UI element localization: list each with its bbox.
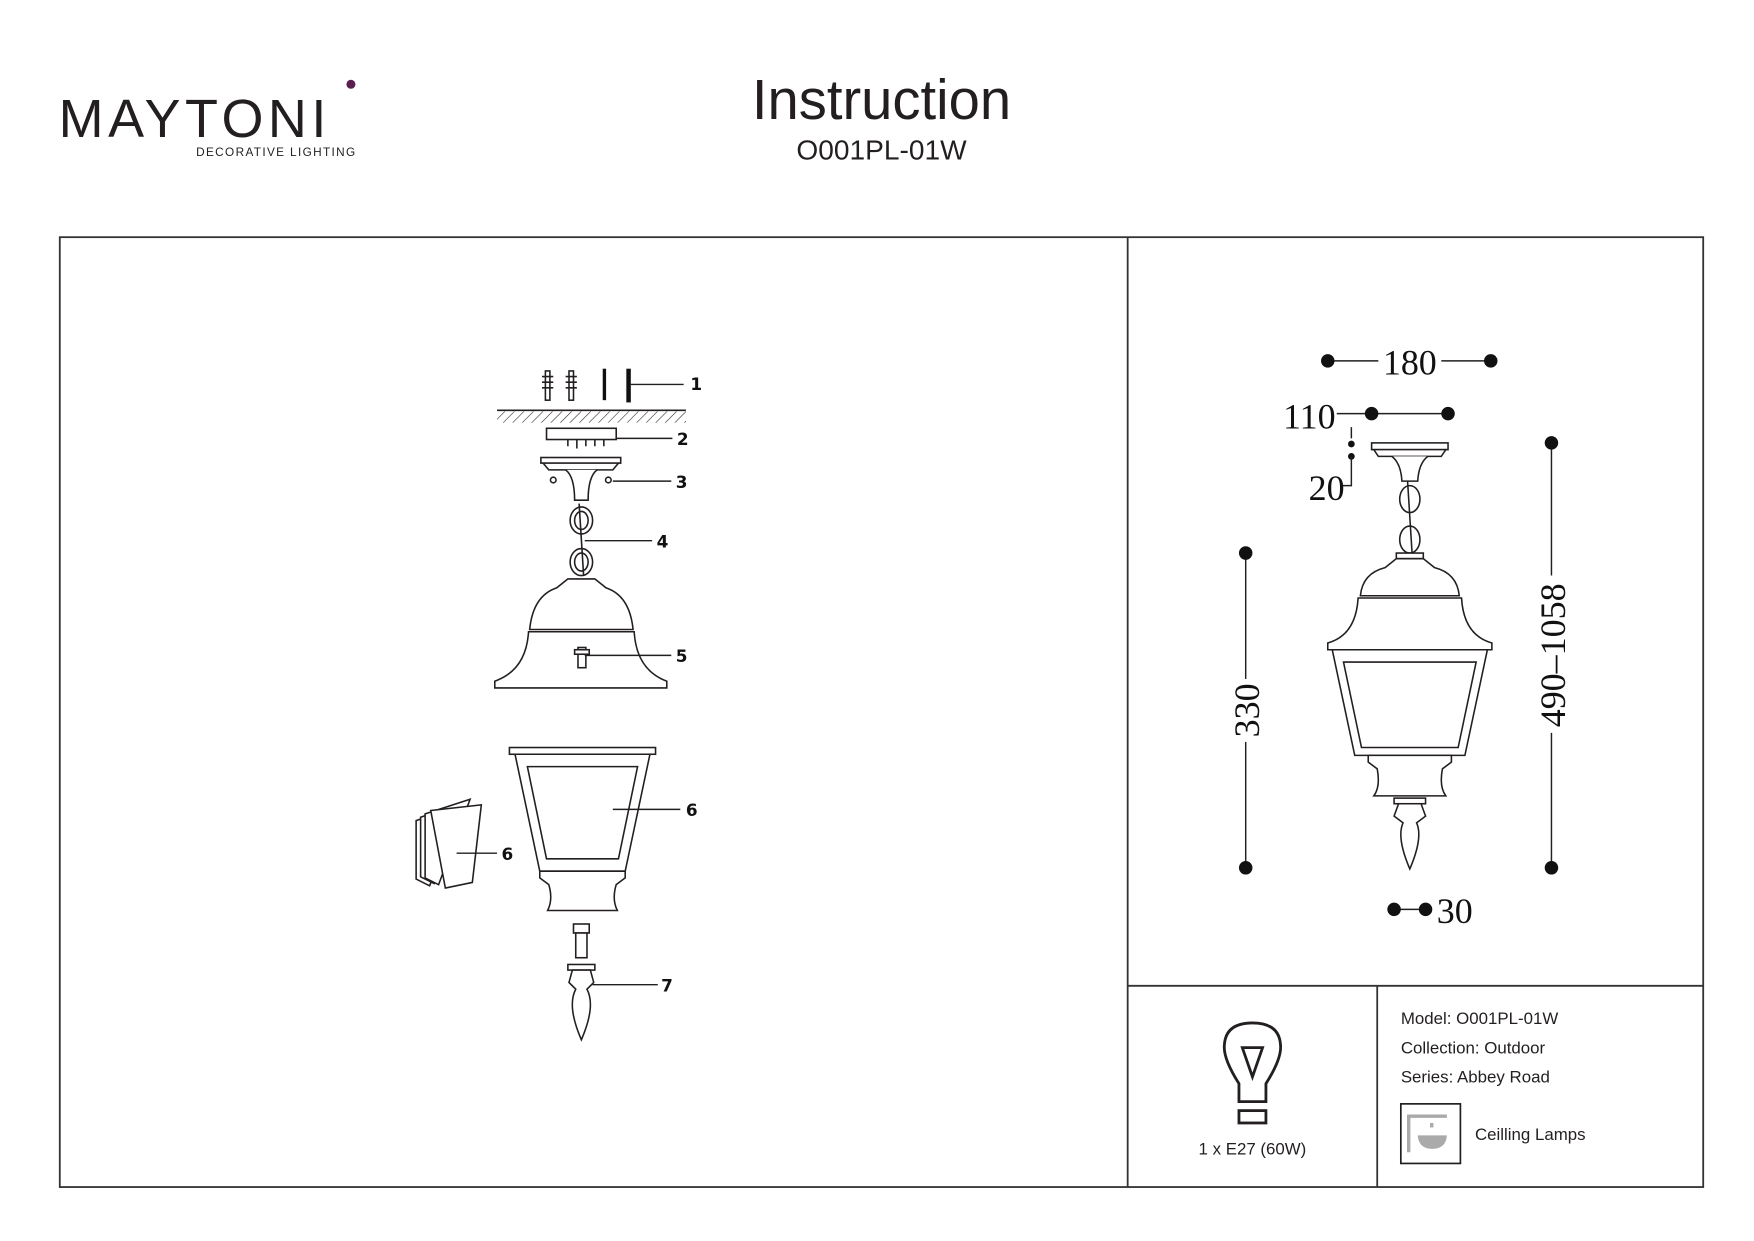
lantern-side-view [1326, 442, 1493, 871]
part-label: 7 [661, 975, 673, 995]
bulb-spec: 1 x E27 (60W) [1199, 1139, 1307, 1158]
dim-body-height: 330 [1227, 683, 1267, 737]
part-label: 5 [676, 646, 688, 666]
part-label: 3 [676, 472, 688, 492]
info-category: Ceilling Lamps [1475, 1125, 1586, 1144]
logo-accent-dot [346, 79, 356, 89]
glass-panels [415, 797, 498, 889]
part-label: 1 [690, 374, 702, 394]
dim-canopy: 110 [1283, 396, 1336, 436]
part-label: 6 [502, 844, 514, 864]
part-label: 6 [686, 800, 698, 820]
frame [58, 236, 1705, 1188]
brand-logo: MAYTONI DECORATIVE LIGHTING [59, 79, 356, 159]
model-subtitle: O001PL-01W [796, 135, 967, 166]
brand-name: MAYTONI [59, 89, 331, 149]
part-label: 2 [677, 429, 689, 449]
dim-canopy-height: 20 [1309, 468, 1345, 508]
dimension-drawing: 180 110 20 330 490–1058 30 [1227, 342, 1573, 931]
brand-tagline: DECORATIVE LIGHTING [196, 145, 356, 159]
info-series: Series: Abbey Road [1401, 1068, 1550, 1087]
ceiling-lamp-icon [1399, 1103, 1462, 1165]
info-model: Model: O001PL-01W [1401, 1009, 1559, 1028]
info-collection: Collection: Outdoor [1401, 1038, 1546, 1057]
screws-part [542, 368, 684, 403]
dim-total-height: 490–1058 [1533, 583, 1573, 727]
assembly-diagram: 1 2 3 4 5 6 6 7 [415, 368, 702, 1042]
page-title: Instruction [752, 68, 1011, 131]
dim-width: 180 [1383, 342, 1437, 382]
light-bulb-icon [1222, 1021, 1282, 1125]
part-label: 4 [657, 531, 669, 551]
dim-finial: 30 [1437, 891, 1473, 931]
